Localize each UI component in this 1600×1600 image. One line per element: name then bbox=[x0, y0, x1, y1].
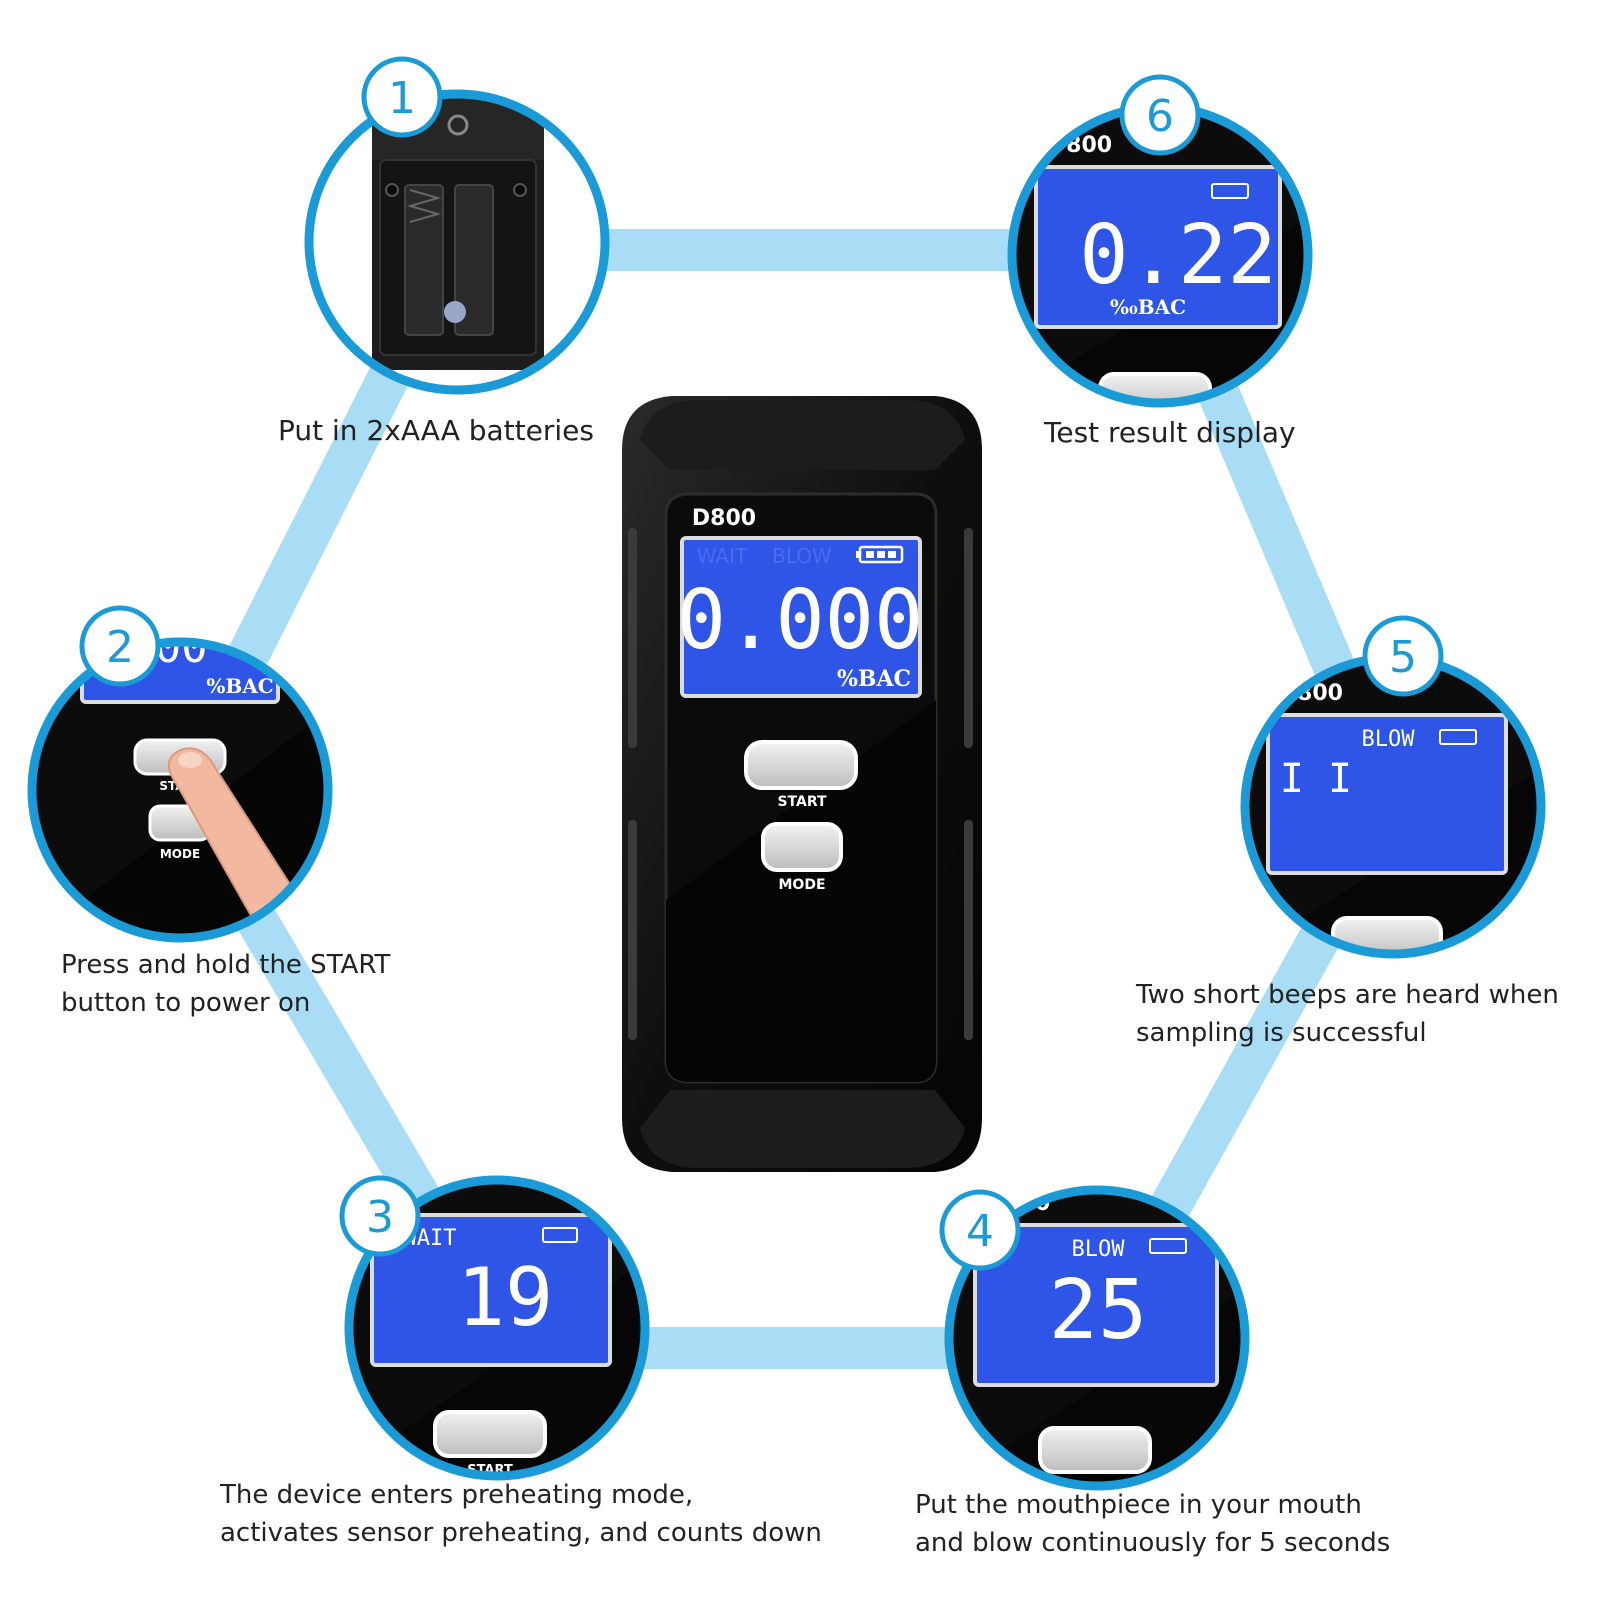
step-5-caption-line-1: Two short beeps are heard when bbox=[1136, 980, 1559, 1010]
device-lcd-wait-label: WAIT bbox=[697, 544, 748, 568]
step-2-lcd-unit: %BAC bbox=[206, 674, 273, 698]
step-3-circle: 0 WAIT 19 START bbox=[344, 1175, 650, 1481]
step-3-caption-line-2: activates sensor preheating, and counts … bbox=[220, 1518, 822, 1548]
lcd-countdown-icon: 0 WAIT 19 START bbox=[349, 1180, 645, 1476]
start-button-label: START bbox=[777, 794, 827, 810]
step-2-mode-label: MODE bbox=[160, 847, 200, 861]
device-bottom-bumper bbox=[640, 1090, 965, 1168]
step-3-caption: The device enters preheating mode, activ… bbox=[220, 1476, 822, 1552]
step-6-caption-line-1: Test result display bbox=[1044, 416, 1296, 449]
step-1-number: 1 bbox=[388, 73, 416, 124]
battery-compartment-icon bbox=[372, 94, 544, 370]
step-1-circle bbox=[304, 89, 610, 395]
step-4-caption: Put the mouthpiece in your mouth and blo… bbox=[915, 1486, 1390, 1562]
step-3-lcd-value: 19 bbox=[457, 1251, 553, 1344]
device-lcd-blow-label: BLOW bbox=[772, 544, 832, 568]
step-2-number: 2 bbox=[106, 622, 134, 673]
device-lcd: WAIT BLOW 0.000 %BAC bbox=[677, 536, 924, 698]
device-top-bumper bbox=[640, 400, 965, 470]
device-right-grip-bottom bbox=[964, 820, 973, 1040]
step-3-badge: 3 bbox=[339, 1175, 421, 1257]
mode-button-label: MODE bbox=[778, 877, 825, 893]
step-1-caption: Put in 2xAAA batteries bbox=[278, 412, 594, 450]
mode-button[interactable]: MODE bbox=[761, 822, 843, 893]
step-2-caption-line-2: button to power on bbox=[61, 988, 311, 1018]
step-5-caption: Two short beeps are heard when sampling … bbox=[1136, 976, 1559, 1052]
step-4-caption-line-1: Put the mouthpiece in your mouth bbox=[915, 1490, 1362, 1520]
step-4-badge: 4 bbox=[939, 1189, 1021, 1271]
step-4-caption-line-2: and blow continuously for 5 seconds bbox=[915, 1528, 1391, 1558]
step-5-badge: 5 bbox=[1362, 615, 1444, 697]
step-3-caption-line-1: The device enters preheating mode, bbox=[220, 1480, 694, 1510]
step-2-circle: 000 %BAC STA MODE bbox=[27, 637, 333, 943]
finger-press-icon: 000 %BAC STA MODE bbox=[32, 642, 328, 938]
step-3-number: 3 bbox=[366, 1192, 394, 1243]
device-lcd-unit: %BAC bbox=[837, 666, 911, 692]
step-5-lcd-value: I I bbox=[1280, 756, 1352, 802]
device-lcd-reading: 0.000 bbox=[677, 573, 924, 668]
breathalyzer-device: D800 WAIT BLOW 0.000 %BAC START MODE bbox=[622, 396, 982, 1172]
lcd-result-icon: D800 0.22 %₀BAC bbox=[1012, 107, 1308, 403]
step-6-lcd-value: 0.22 bbox=[1079, 208, 1276, 303]
step-6-circle: D800 0.22 %₀BAC bbox=[1007, 102, 1313, 408]
step-6-badge: 6 bbox=[1119, 74, 1201, 156]
step-badges: 1 2 3 4 5 6 bbox=[79, 56, 1444, 1271]
device-right-grip-top bbox=[964, 528, 973, 748]
step-6-caption: Test result display bbox=[1044, 414, 1296, 452]
step-2-caption: Press and hold the START button to power… bbox=[61, 946, 390, 1022]
step-6-lcd-unit: %₀BAC bbox=[1110, 295, 1186, 319]
step-1-badge: 1 bbox=[361, 56, 443, 138]
device-model-label: D800 bbox=[692, 506, 756, 531]
step-6-number: 6 bbox=[1146, 91, 1174, 142]
step-5-caption-line-2: sampling is successful bbox=[1136, 1018, 1427, 1048]
step-4-lcd-value: 25 bbox=[1049, 1263, 1148, 1358]
step-1-caption-line-1: Put in 2xAAA batteries bbox=[278, 414, 594, 447]
step-5-circle: 800 BLOW I I bbox=[1240, 653, 1546, 959]
step-4-lcd-label: BLOW bbox=[1072, 1237, 1126, 1262]
step-5-lcd-label: BLOW bbox=[1362, 727, 1416, 752]
device-left-grip-top bbox=[628, 528, 637, 748]
step-2-badge: 2 bbox=[79, 605, 161, 687]
battery-icon bbox=[856, 545, 904, 564]
step-5-number: 5 bbox=[1389, 632, 1417, 683]
device-left-grip-bottom bbox=[628, 820, 637, 1040]
start-button[interactable]: START bbox=[744, 740, 858, 810]
step-2-caption-line-1: Press and hold the START bbox=[61, 950, 391, 980]
device-face-reflection bbox=[666, 700, 936, 1082]
step-4-number: 4 bbox=[966, 1206, 994, 1257]
